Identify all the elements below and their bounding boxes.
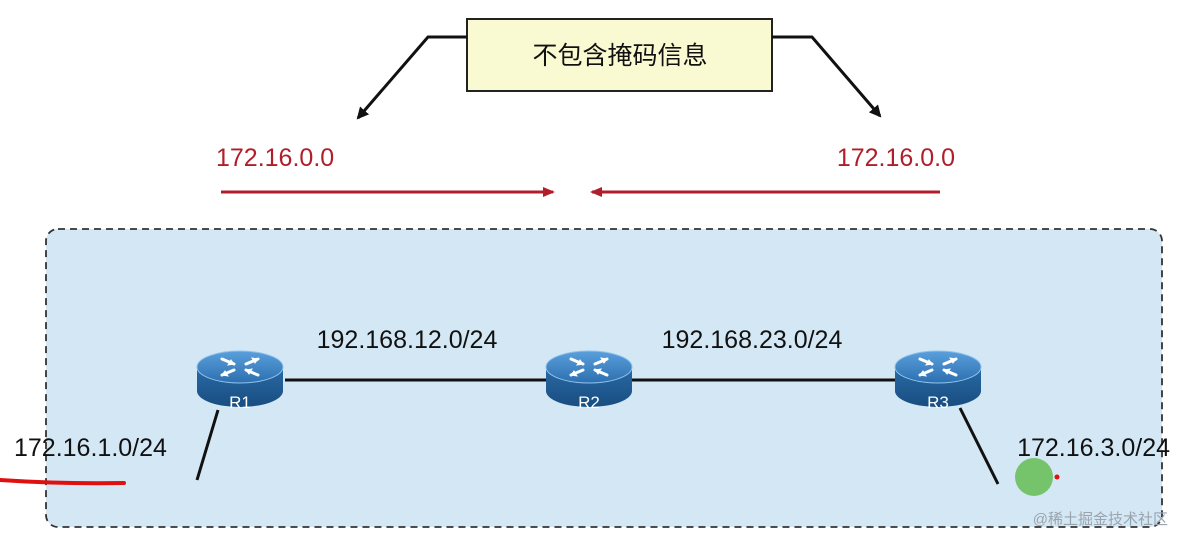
callout-text: 不包含掩码信息 xyxy=(532,42,707,70)
callout-box xyxy=(466,18,773,92)
cursor-highlight-dot xyxy=(1015,458,1053,496)
link-label-r1-r2: 192.168.12.0/24 xyxy=(317,326,498,354)
watermark: @稀土掘金技术社区 xyxy=(1033,511,1168,528)
stub-label-right: 172.16.3.0/24 xyxy=(1017,434,1170,462)
stub-label-left: 172.16.1.0/24 xyxy=(14,434,167,462)
callout-arrow-left xyxy=(356,35,467,120)
stub-line-r3 xyxy=(958,407,1000,485)
router-r1: R1 xyxy=(195,349,285,412)
router-label: R3 xyxy=(927,393,949,412)
router-label: R2 xyxy=(578,393,600,412)
callout-arrow-right xyxy=(772,35,882,118)
stub-line-r1 xyxy=(195,409,220,481)
router-r2: R2 xyxy=(544,349,634,412)
cursor-pointer-dot xyxy=(1054,474,1060,480)
annotation-underline xyxy=(0,478,126,486)
router-label: R1 xyxy=(229,393,251,412)
router-r3: R3 xyxy=(893,349,983,412)
update-label-left: 172.16.0.0 xyxy=(216,144,334,172)
update-label-right: 172.16.0.0 xyxy=(837,144,955,172)
link-label-r2-r3: 192.168.23.0/24 xyxy=(662,326,843,354)
